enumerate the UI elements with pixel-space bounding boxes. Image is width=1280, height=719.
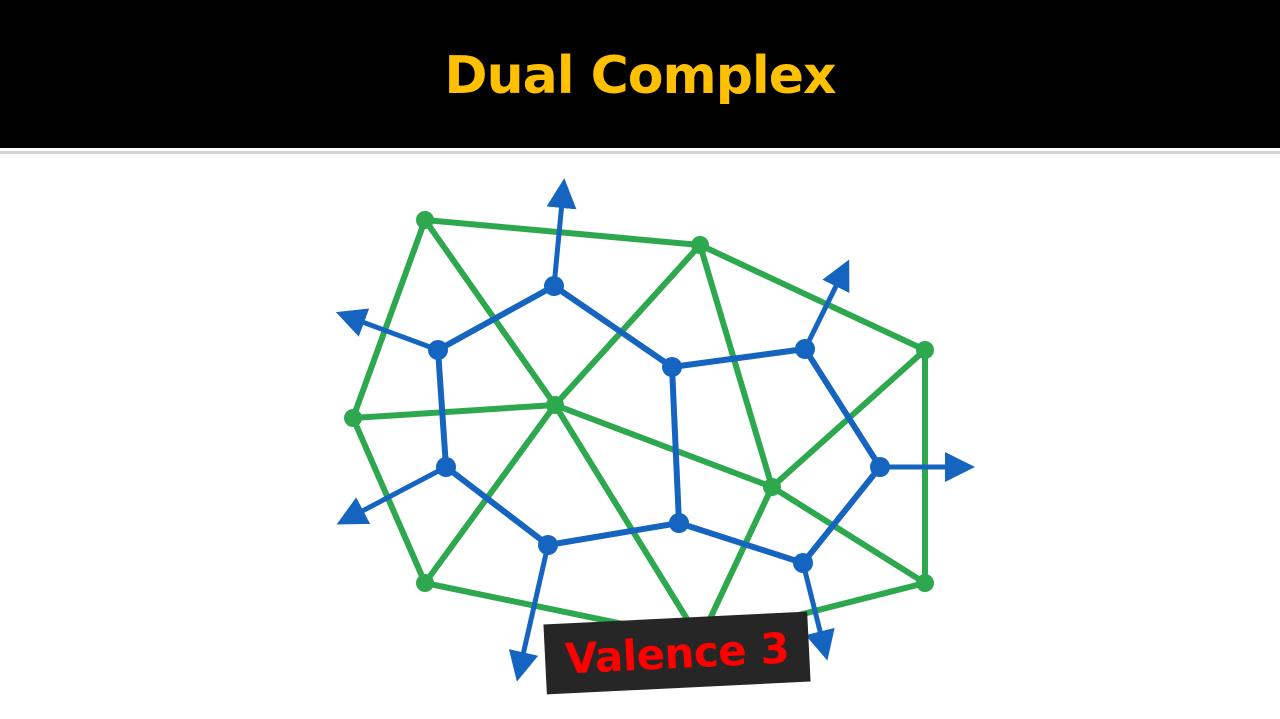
dual-edge: [800, 464, 883, 566]
dual-edge: [676, 520, 806, 566]
dual-mesh-vertices: [428, 276, 890, 573]
primal-edge: [552, 402, 775, 490]
primal-vertex: [416, 211, 434, 229]
dual-arrow: [335, 308, 441, 353]
primal-vertex: [916, 574, 934, 592]
primal-edge: [350, 415, 428, 586]
dual-edge: [669, 346, 808, 370]
primal-vertex: [416, 574, 434, 592]
primal-edge: [422, 217, 558, 408]
dual-edge: [545, 520, 682, 548]
primal-vertex: [916, 341, 934, 359]
primal-mesh-vertices: [344, 211, 934, 592]
title-divider: [0, 151, 1280, 154]
dual-vertex: [662, 357, 682, 377]
dual-edge: [802, 346, 883, 470]
primal-edge: [350, 217, 428, 421]
primal-vertex: [691, 236, 709, 254]
dual-vertex: [870, 457, 890, 477]
primal-vertex: [763, 478, 781, 496]
primal-edge: [697, 484, 775, 643]
primal-vertex: [546, 396, 564, 414]
primal-edge: [422, 217, 703, 248]
primal-edge: [769, 484, 928, 586]
dual-edge: [669, 364, 682, 526]
primal-edge: [552, 242, 703, 408]
dual-arrow: [508, 542, 551, 682]
dual-vertex: [793, 553, 813, 573]
dual-arrow: [800, 560, 835, 661]
dual-vertex: [795, 339, 815, 359]
dual-vertex: [538, 535, 558, 555]
valence-callout: Valence 3: [543, 611, 811, 695]
dual-edge: [551, 283, 675, 370]
title-bar: Dual Complex: [0, 0, 1280, 148]
dual-mesh-edges: [435, 283, 883, 566]
primal-vertex: [344, 409, 362, 427]
primal-edge: [697, 242, 775, 490]
dual-arrow: [336, 464, 449, 525]
dual-edge: [435, 347, 449, 470]
primal-edge: [350, 402, 558, 421]
dual-edge: [435, 283, 557, 353]
dual-vertex: [544, 276, 564, 296]
dual-arrow: [802, 259, 850, 352]
dual-arrow: [546, 178, 577, 289]
dual-vertex: [436, 457, 456, 477]
primal-edge: [422, 402, 558, 586]
dual-vertex: [428, 340, 448, 360]
primal-edge: [697, 242, 928, 353]
valence-callout-text: Valence 3: [563, 623, 791, 683]
primal-edge: [552, 402, 703, 643]
dual-vertex: [669, 513, 689, 533]
dual-boundary-arrows: [335, 178, 975, 682]
slide-title: Dual Complex: [444, 46, 836, 106]
dual-edge: [443, 464, 551, 548]
